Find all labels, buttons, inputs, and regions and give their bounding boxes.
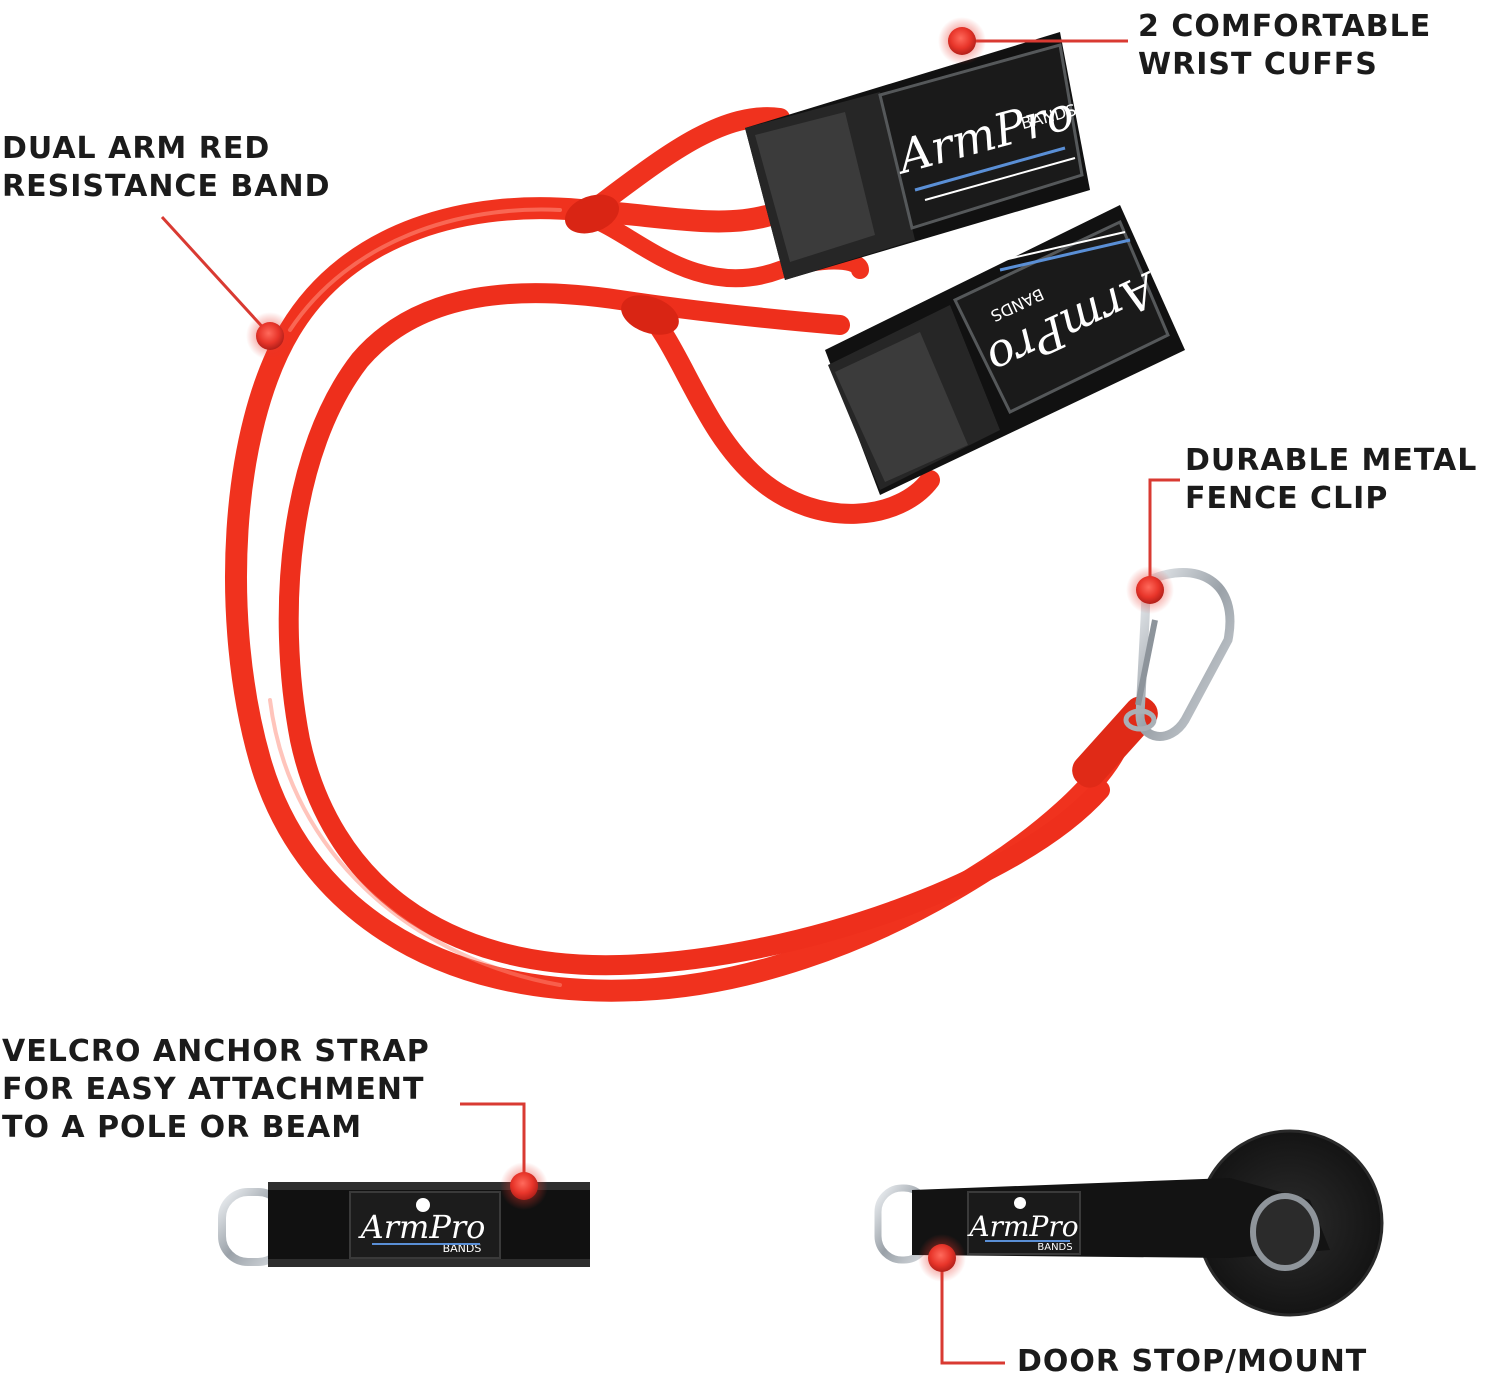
callout-resistance-band: DUAL ARM RED RESISTANCE BAND (2, 130, 330, 206)
callout-wrist-cuffs-line2: WRIST CUFFS (1138, 47, 1378, 82)
callout-dot-door (928, 1244, 956, 1272)
anchor-logo-text: ArmPro (358, 1208, 486, 1246)
callout-anchor-strap-line2: FOR EASY ATTACHMENT (2, 1072, 425, 1107)
door-logo-text: ArmPro (966, 1210, 1078, 1243)
callout-resistance-band-line2: RESISTANCE BAND (2, 169, 331, 204)
callout-dot-strap (510, 1172, 538, 1200)
callout-fence-clip: DURABLE METAL FENCE CLIP (1185, 442, 1477, 518)
wrist-cuff-upper: ArmPro BANDS (745, 32, 1090, 280)
callout-fence-clip-line1: DURABLE METAL (1185, 443, 1478, 478)
callout-anchor-strap-line3: TO A POLE OR BEAM (2, 1110, 363, 1145)
resistance-band (225, 107, 1131, 1002)
wrist-cuff-lower: ArmPro BANDS (825, 205, 1185, 495)
callout-resistance-band-line1: DUAL ARM RED (2, 131, 271, 166)
callout-anchor-strap-line1: VELCRO ANCHOR STRAP (2, 1034, 430, 1069)
leader-lines (160, 39, 1180, 1365)
callout-wrist-cuffs: 2 COMFORTABLE WRIST CUFFS (1138, 8, 1431, 84)
callout-fence-clip-line2: FENCE CLIP (1185, 481, 1389, 516)
callout-dots (246, 17, 1174, 1282)
callout-dot-band (256, 322, 284, 350)
callout-anchor-strap: VELCRO ANCHOR STRAP FOR EASY ATTACHMENT … (2, 1033, 430, 1147)
callout-dot-clip (1136, 576, 1164, 604)
callout-dot-cuffs (948, 27, 976, 55)
callout-door-stop: DOOR STOP/MOUNT (1017, 1343, 1367, 1373)
door-logo-sub: BANDS (1037, 1242, 1072, 1253)
door-stop-mount: ArmPro BANDS (874, 1129, 1384, 1317)
callout-door-stop-line1: DOOR STOP/MOUNT (1017, 1344, 1368, 1373)
anchor-logo-sub: BANDS (443, 1242, 482, 1255)
callout-wrist-cuffs-line1: 2 COMFORTABLE (1138, 9, 1432, 44)
